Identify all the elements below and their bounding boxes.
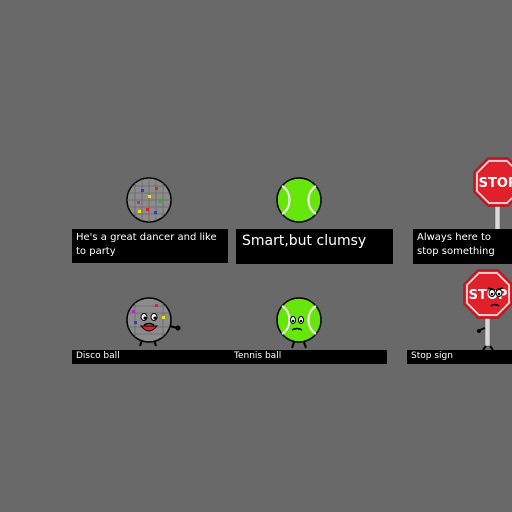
stop-sign-icon: STOP [473, 157, 512, 233]
tennis-ball-name-label: Tennis ball [230, 350, 387, 364]
stop-sign-name-label: Stop sign [407, 350, 512, 364]
tennis-ball-description: Smart,but clumsy [236, 229, 393, 264]
stop-sign-character-icon: STOP [463, 269, 512, 351]
disco-ball-description: He's a great dancer and like to party [72, 229, 228, 263]
stop-sign-text: STOP [479, 176, 512, 191]
tennis-ball-icon [276, 177, 322, 223]
tennis-ball-character-icon [276, 297, 322, 349]
disco-ball-name-label: Disco ball [72, 350, 230, 364]
stop-sign-description: Always here to stop something [413, 229, 512, 264]
disco-ball-icon [126, 177, 172, 223]
disco-ball-character-icon [126, 297, 181, 347]
